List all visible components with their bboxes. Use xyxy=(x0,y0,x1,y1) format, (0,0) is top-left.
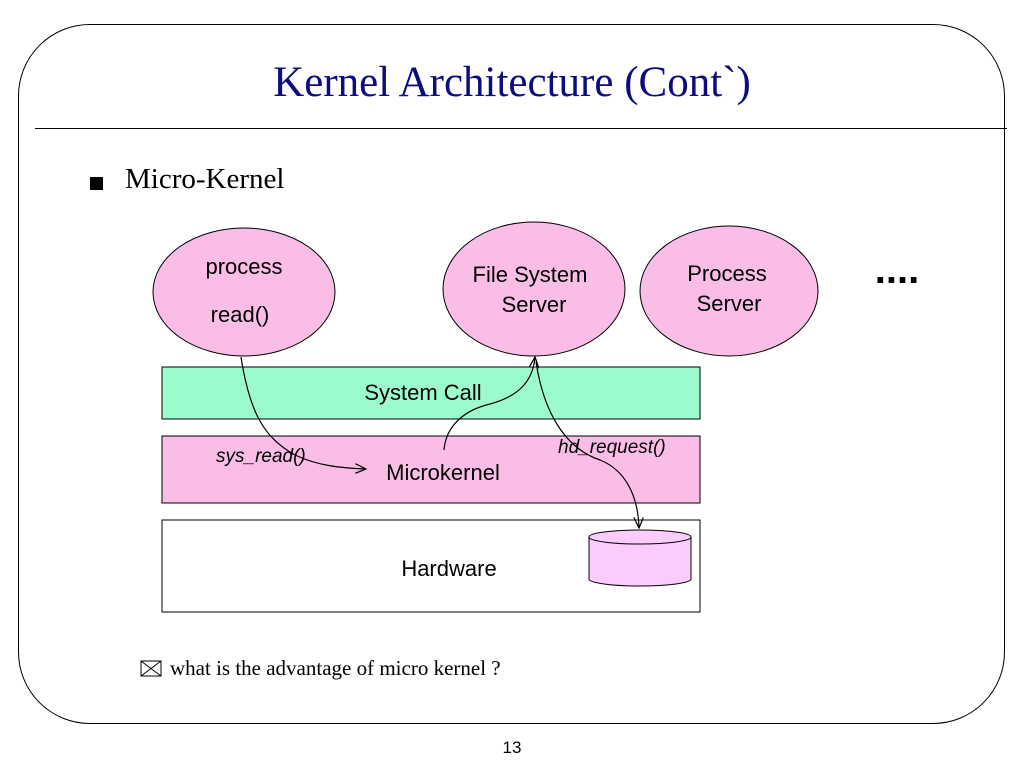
file-system-server-node xyxy=(442,221,626,357)
file-system-server-line2: Server xyxy=(502,292,567,317)
process-server-line2: Server xyxy=(697,291,762,316)
disk-icon xyxy=(588,529,692,587)
process-node-label: process xyxy=(205,254,282,279)
process-server-node xyxy=(639,225,819,357)
question-text: what is the advantage of micro kernel ? xyxy=(170,656,501,680)
system-call-layer xyxy=(161,366,701,420)
microkernel-layer xyxy=(161,435,701,504)
slide-title: Kernel Architecture (Cont`) xyxy=(273,59,751,106)
page-number: 13 xyxy=(502,738,522,757)
title-divider xyxy=(35,128,1007,129)
process-server-line1: Process xyxy=(687,261,766,286)
process-node-call: read() xyxy=(211,302,270,327)
system-call-label: System Call xyxy=(364,380,481,405)
sys-read-edge xyxy=(240,356,366,469)
square-bullet-icon xyxy=(90,177,103,190)
file-system-server-line1: File System xyxy=(473,262,588,287)
hd-request-label: hd_request() xyxy=(558,437,666,458)
envelope-icon xyxy=(140,660,162,677)
bullet-micro-kernel: Micro-Kernel xyxy=(125,163,285,195)
microkernel-to-fs-edge xyxy=(443,357,535,451)
more-servers-ellipsis: .... xyxy=(875,248,919,292)
process-node xyxy=(152,227,336,357)
sys-read-label: sys_read() xyxy=(216,446,306,467)
microkernel-label: Microkernel xyxy=(386,460,500,485)
hardware-label: Hardware xyxy=(401,556,496,581)
discussion-question: what is the advantage of micro kernel ? xyxy=(140,656,501,681)
slide-frame xyxy=(18,24,1005,724)
hd-request-edge xyxy=(535,361,639,528)
